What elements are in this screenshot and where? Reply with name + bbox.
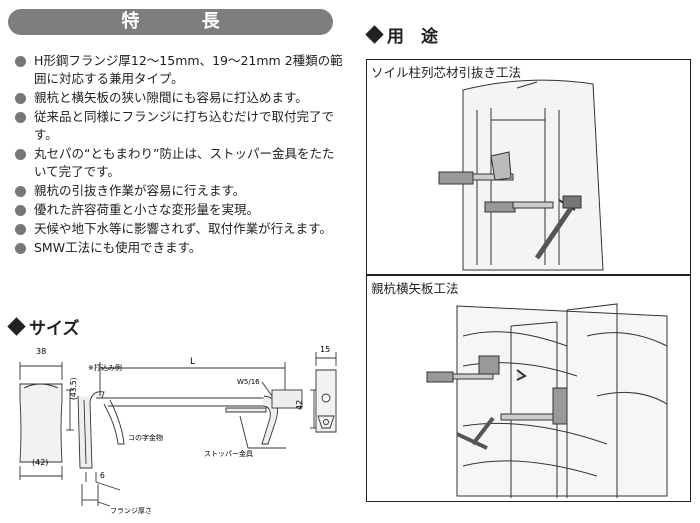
dim-43-5: (43.5) — [69, 377, 78, 400]
usage-section-title: 用 途 — [365, 22, 438, 47]
usage-panel-soil: ソイル柱列芯材引抜き工法 — [366, 59, 691, 275]
dim-L: L — [190, 357, 195, 367]
dim-42: 42 — [295, 400, 304, 410]
thread-label: W5/16 — [237, 378, 260, 386]
dim-6: 6 — [100, 471, 105, 480]
dim-38: 38 — [36, 347, 46, 356]
usage-panel-label: ソイル柱列芯材引抜き工法 — [371, 65, 522, 80]
features-header: 特 長 — [8, 9, 333, 35]
feature-list: H形鋼フランジ厚12〜15mm、19〜21mm 2種類の範囲に対応する兼用タイプ… — [14, 52, 344, 258]
feature-item: 優れた許容荷重と小さな変形量を実現。 — [14, 201, 344, 219]
diamond-icon — [7, 317, 26, 336]
usage-title: 用 途 — [387, 27, 438, 47]
feature-item: 天候や地下水等に影響されず、取付作業が行えます。 — [14, 220, 344, 238]
pile-lagging-illustration — [426, 303, 668, 498]
strike-example-label: ※打込み例 — [88, 363, 122, 372]
channel-fitting-label: コの字金物 — [128, 433, 163, 442]
size-title: サイズ — [29, 319, 80, 339]
feature-item: 親杭と横矢板の狭い隙間にも容易に打込めます。 — [14, 89, 344, 107]
feature-item: SMW工法にも使用できます。 — [14, 239, 344, 257]
feature-item: H形鋼フランジ厚12〜15mm、19〜21mm 2種類の範囲に対応する兼用タイプ… — [14, 52, 344, 88]
diamond-icon — [365, 25, 384, 44]
flange-thickness-label: フランジ厚さ — [110, 507, 152, 515]
feature-item: 丸セパの“ともまわり”防止は、ストッパー金具をたたいて完了です。 — [14, 145, 344, 181]
size-section-title: サイズ — [7, 314, 80, 339]
usage-panel-pile: 親杭横矢板工法 — [366, 275, 691, 502]
feature-item: 親杭の引抜き作業が容易に行えます。 — [14, 182, 344, 200]
dim-15: 15 — [320, 345, 330, 354]
usage-panel-label: 親杭横矢板工法 — [371, 281, 459, 296]
soil-column-illustration — [438, 79, 604, 271]
size-drawing: 38 (42) (43.5) 6 ※打込み例 L W5/16 15 42 コの字… — [19, 345, 337, 515]
stopper-fitting-label: ストッパー金具 — [204, 449, 253, 458]
dim-42-paren: (42) — [32, 458, 48, 467]
feature-item: 従来品と同様にフランジに打ち込むだけで取付完了です。 — [14, 108, 344, 144]
